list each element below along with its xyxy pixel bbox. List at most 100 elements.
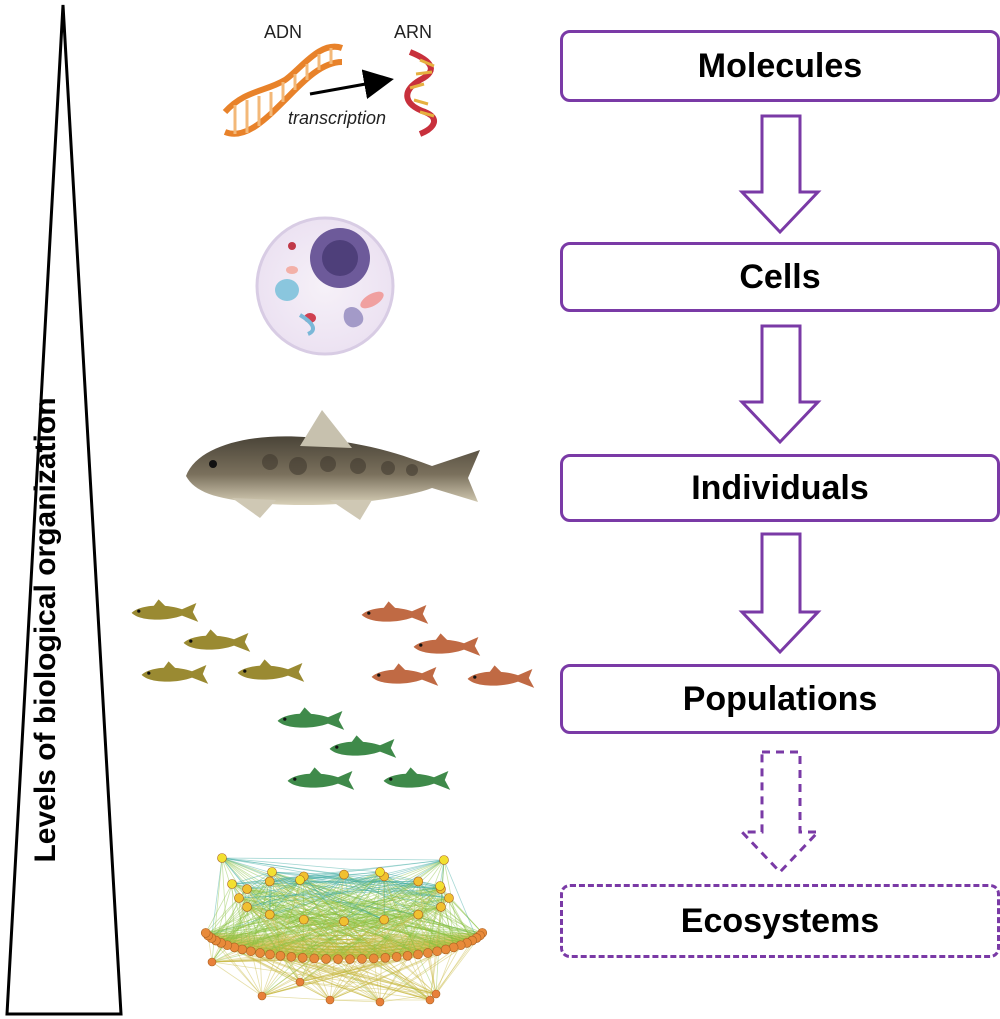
network-node xyxy=(295,977,305,987)
network-edge xyxy=(361,888,442,960)
network-edge xyxy=(215,940,461,946)
network-edge xyxy=(269,881,281,956)
network-edge xyxy=(269,881,315,959)
network-edge xyxy=(215,940,408,957)
network-edge xyxy=(291,874,345,958)
network-edge xyxy=(299,879,431,1001)
network-edge xyxy=(299,879,442,890)
network-edge xyxy=(269,914,397,958)
network-edge xyxy=(303,906,442,921)
network-edge xyxy=(383,919,398,958)
network-edge xyxy=(221,857,450,899)
network-edge xyxy=(361,897,450,960)
network-edge xyxy=(337,958,431,1001)
network-edge xyxy=(215,897,450,941)
down-arrow-2 xyxy=(738,324,822,445)
network-edge xyxy=(269,919,305,955)
network-edge xyxy=(215,940,438,952)
network-node xyxy=(435,881,445,891)
network-edge xyxy=(211,937,397,958)
network-edge xyxy=(337,859,445,960)
network-edge xyxy=(205,932,461,946)
ecosystem-network-icon xyxy=(200,853,488,1007)
network-edge xyxy=(208,935,315,959)
network-edge xyxy=(238,874,345,899)
network-edge xyxy=(227,876,385,946)
network-edge xyxy=(205,932,303,959)
network-edge xyxy=(269,914,363,960)
network-edge xyxy=(383,919,429,954)
network-node xyxy=(339,869,349,880)
network-edge xyxy=(246,888,483,934)
network-edge xyxy=(291,885,441,958)
network-edge xyxy=(215,888,442,941)
network-edge xyxy=(303,876,375,959)
network-edge xyxy=(221,942,446,950)
network-edge xyxy=(208,935,467,944)
down-arrow-1 xyxy=(738,114,822,235)
network-edge xyxy=(302,942,467,959)
network-node xyxy=(391,952,402,962)
network-edge xyxy=(417,888,442,915)
network-edge xyxy=(242,949,431,1001)
network-edge xyxy=(417,881,462,946)
network-edge xyxy=(205,932,438,952)
network-edge xyxy=(303,876,408,957)
network-edge xyxy=(250,950,331,1001)
network-edge xyxy=(325,874,345,960)
network-edge xyxy=(260,944,461,954)
network-edge xyxy=(211,921,345,939)
network-edge xyxy=(246,906,467,944)
network-edge xyxy=(238,897,408,957)
network-edge xyxy=(269,914,301,983)
network-edge xyxy=(407,955,431,1001)
network-edge xyxy=(361,937,477,960)
network-edge xyxy=(259,919,385,954)
network-edge xyxy=(396,888,442,958)
network-edge xyxy=(234,919,385,948)
network-edge xyxy=(211,937,477,963)
network-edge xyxy=(299,888,442,983)
network-edge xyxy=(231,883,454,948)
network-edge xyxy=(361,919,385,960)
network-edge xyxy=(231,883,397,958)
network-edge xyxy=(208,935,446,950)
network-edge xyxy=(343,897,450,922)
network-edge xyxy=(259,897,450,954)
network-edge xyxy=(269,914,304,921)
network-edge xyxy=(231,883,419,915)
network-edge xyxy=(329,888,442,1001)
network-edge xyxy=(242,935,480,950)
network-edge xyxy=(221,942,419,955)
network-edge xyxy=(246,888,305,920)
network-node xyxy=(309,953,320,964)
network-edge xyxy=(314,932,483,959)
network-edge xyxy=(291,888,442,958)
network-edge xyxy=(259,952,263,997)
network-edge xyxy=(299,981,437,995)
network-node xyxy=(297,953,308,963)
network-edge xyxy=(271,871,386,959)
network-edge xyxy=(435,940,473,995)
network-edge xyxy=(234,874,345,948)
network-edge xyxy=(221,857,468,944)
network-edge xyxy=(211,921,345,963)
network-edge xyxy=(396,956,437,995)
network-edge xyxy=(417,906,442,955)
network-edge xyxy=(246,888,261,954)
network-edge xyxy=(343,921,386,959)
network-edge xyxy=(227,944,331,1001)
network-node xyxy=(333,954,343,964)
network-edge xyxy=(313,921,345,959)
network-edge xyxy=(427,885,441,954)
network-node xyxy=(237,944,248,955)
network-edge xyxy=(261,958,363,997)
network-node xyxy=(234,893,244,903)
network-edge xyxy=(313,876,385,959)
network-edge xyxy=(418,914,477,939)
network-edge xyxy=(299,879,481,936)
network-edge xyxy=(246,888,292,958)
network-edge xyxy=(234,914,271,948)
network-edge xyxy=(302,935,480,959)
network-edge xyxy=(329,954,419,1001)
